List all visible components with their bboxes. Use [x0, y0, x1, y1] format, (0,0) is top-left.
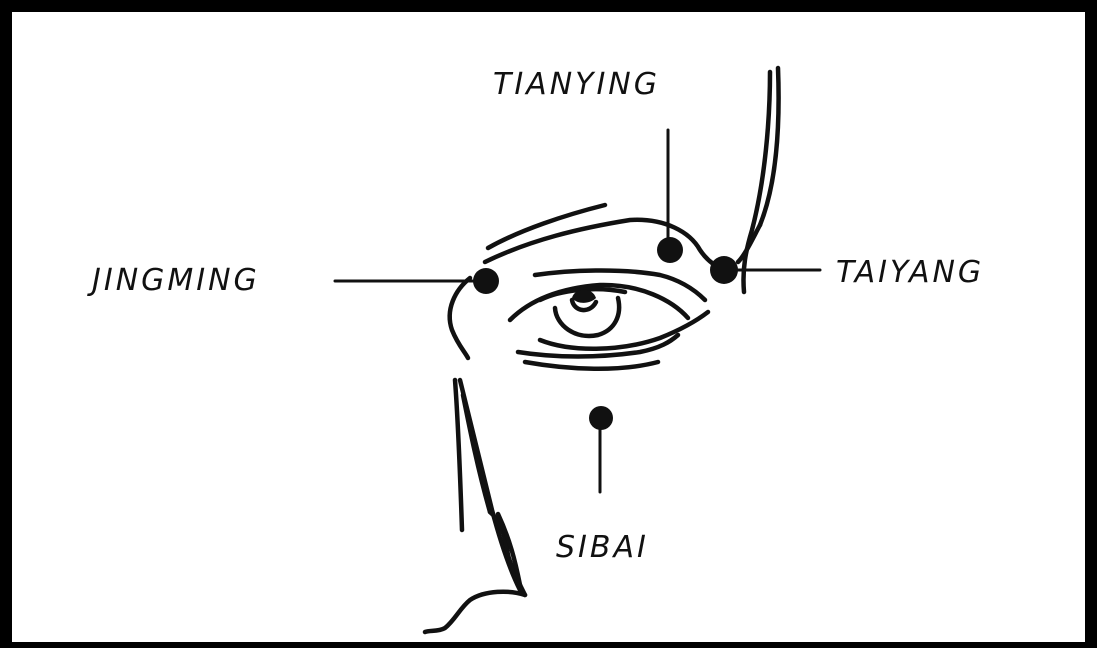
- eyebrow-lower: [485, 220, 726, 270]
- jingming-label: JINGMING: [92, 266, 260, 296]
- jingming-point: [473, 268, 499, 294]
- tianying-label: TIANYING: [493, 70, 660, 100]
- tianying-point: [657, 237, 683, 263]
- iris: [555, 298, 619, 336]
- temple-line-outer: [743, 72, 770, 292]
- taiyang-label: TAIYANG: [836, 258, 984, 288]
- temple-line-inner2: [738, 225, 760, 262]
- eye-bag-2: [525, 362, 658, 369]
- sibai-label: SIBAI: [556, 533, 649, 563]
- eye-lower-lid: [540, 312, 708, 349]
- nose-bridge-upper: [450, 278, 470, 358]
- sibai-point: [589, 406, 613, 430]
- upper-lip: [425, 592, 525, 632]
- nose-line-left: [455, 380, 462, 530]
- nose-ridge: [463, 395, 490, 512]
- taiyang-point: [710, 256, 738, 284]
